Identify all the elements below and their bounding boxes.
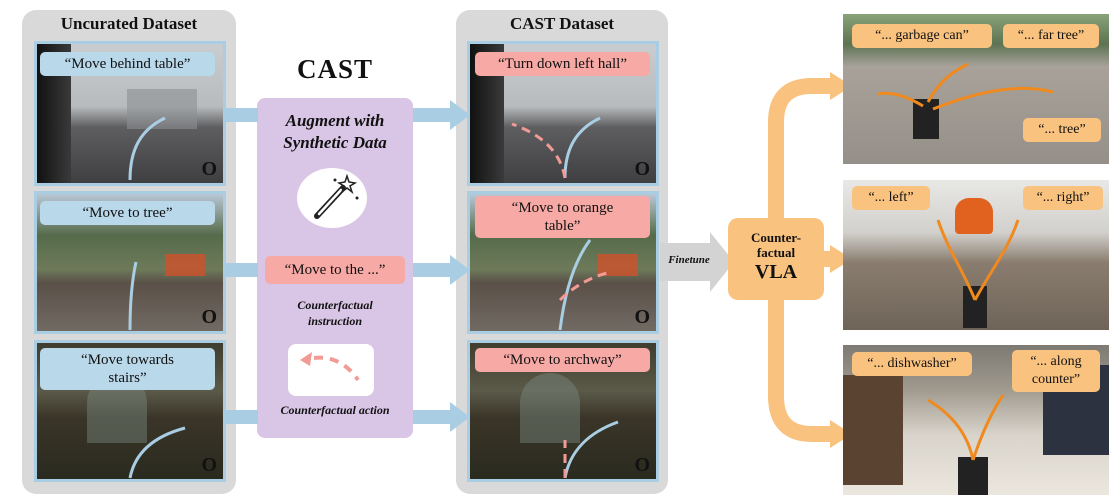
fisheye-marker: O — [201, 306, 217, 328]
augment-line: Augment with — [285, 111, 385, 130]
output-label-line: counter” — [1031, 372, 1081, 387]
vla-line: Counter- — [750, 230, 802, 245]
instruction-label: “Move towards stairs” — [40, 348, 215, 390]
fisheye-marker: O — [634, 454, 650, 476]
fisheye-marker: O — [634, 158, 650, 180]
augment-line: Synthetic Data — [283, 133, 387, 152]
output-label: “... dishwasher” — [852, 352, 972, 376]
finetune-label: Finetune — [668, 254, 710, 266]
instruction-line: “Move to orange — [511, 200, 614, 216]
caption-line: Counterfactual — [297, 298, 373, 312]
magic-wand-icon — [297, 168, 367, 228]
panel-title: CAST Dataset — [509, 14, 615, 33]
counterfactual-instruction-caption: Counterfactual instruction — [257, 297, 413, 329]
instruction-label: “Move to tree” — [40, 201, 215, 225]
fisheye-marker: O — [201, 158, 217, 180]
augment-heading: Augment with Synthetic Data — [257, 110, 413, 154]
caption-line: instruction — [307, 314, 363, 328]
output-label: “... left” — [852, 186, 930, 210]
output-label: “... far tree” — [1003, 24, 1099, 48]
instruction-label: “Move to orange table” — [475, 196, 650, 238]
instruction-label: “Move behind table” — [40, 52, 215, 76]
fisheye-marker: O — [201, 454, 217, 476]
instruction-label: “Move to archway” — [475, 348, 650, 372]
dashed-arc-arrow-icon — [288, 344, 374, 396]
vla-line: VLA — [754, 261, 798, 283]
output-label-line: “... along — [1030, 354, 1082, 369]
output-label: “... garbage can” — [852, 24, 992, 48]
instruction-line: “Move towards — [81, 352, 174, 368]
fisheye-marker: O — [634, 306, 650, 328]
output-label: “... along counter” — [1012, 350, 1100, 392]
output-label: “... tree” — [1023, 118, 1101, 142]
output-label: “... right” — [1023, 186, 1103, 210]
cast-title: CAST — [296, 54, 374, 84]
instruction-line: stairs” — [108, 370, 147, 386]
counterfactual-vla-box: Counter- factual VLA — [728, 218, 824, 300]
counterfactual-action-caption: Counterfactual action — [280, 403, 390, 417]
instruction-line: table” — [544, 218, 581, 234]
counterfactual-instruction-label: “Move to the ...” — [265, 256, 405, 284]
vla-line: factual — [756, 245, 796, 260]
panel-title: Uncurated Dataset — [60, 14, 198, 33]
instruction-label: “Turn down left hall” — [475, 52, 650, 76]
